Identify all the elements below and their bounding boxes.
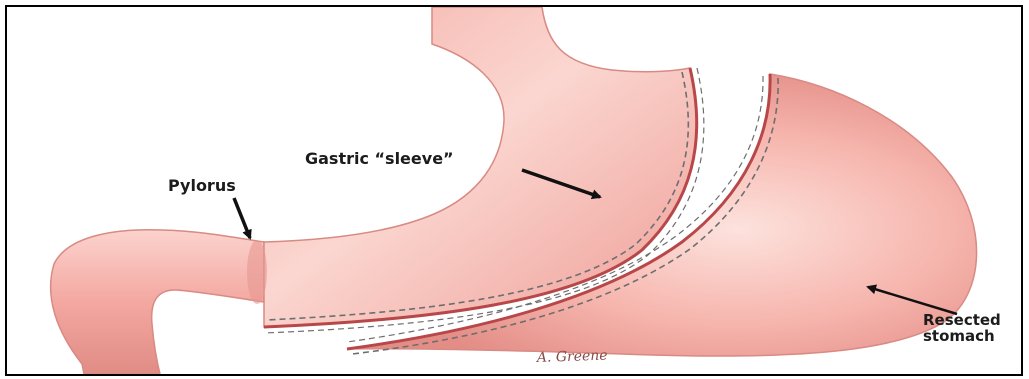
artist-signature: A. Greene <box>535 348 608 367</box>
sleeve-gastrectomy-illustration: A. Greene Gastric “sleeve” Pylorus Resec… <box>7 7 1021 374</box>
diagram-frame: A. Greene Gastric “sleeve” Pylorus Resec… <box>5 5 1023 376</box>
arrow-pylorus <box>234 198 250 238</box>
label-gastric-sleeve: Gastric “sleeve” <box>305 149 454 168</box>
duodenum <box>51 230 264 374</box>
pylorus-constriction <box>247 240 267 304</box>
label-resected-line2: stomach <box>923 327 995 345</box>
label-pylorus: Pylorus <box>168 176 236 195</box>
